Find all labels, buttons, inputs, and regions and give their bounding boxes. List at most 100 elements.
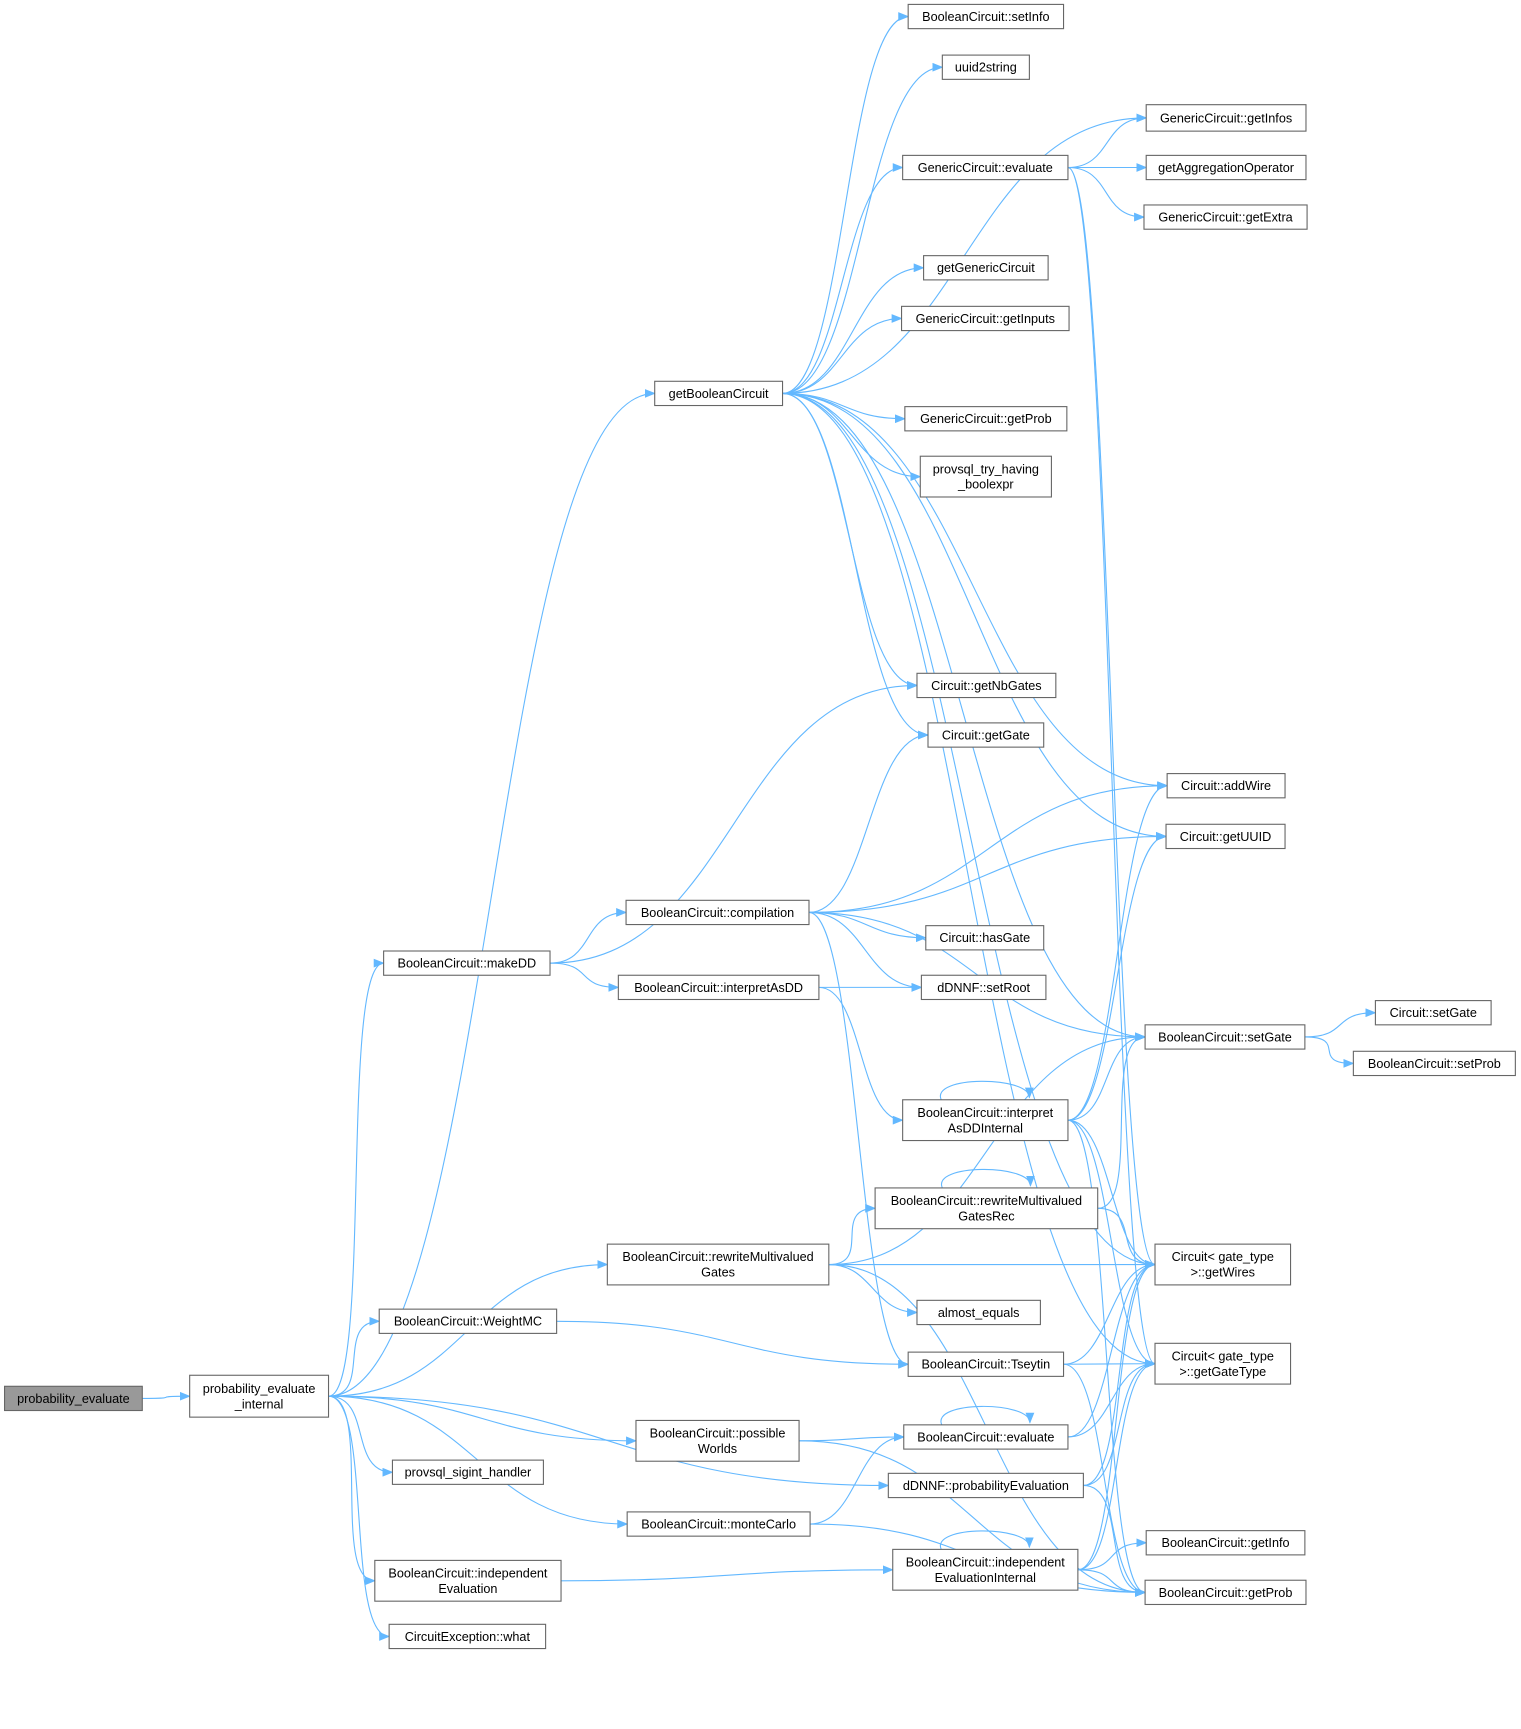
node-box	[902, 1099, 1069, 1142]
node-box	[903, 1424, 1069, 1450]
edge-get-boolean-circuit-to-gc-get-prob	[782, 392, 906, 424]
node-box	[1145, 154, 1307, 181]
edge-bc-interpret-as-ddinternal-to-c-add-wire	[1067, 781, 1169, 1121]
node-box	[901, 305, 1070, 332]
node-d-dnnf-probability-evaluation[interactable]: dDNNF::probabilityEvaluation	[887, 1472, 1084, 1499]
node-label: Circuit::hasGate	[939, 931, 1030, 945]
edge-gc-evaluate-to-c-get-wires	[1067, 166, 1157, 1269]
node-probability-evaluate[interactable]: probability_evaluate	[3, 1385, 143, 1412]
edge-bc-compilation-to-c-get-gate	[808, 730, 930, 913]
node-bc-set-prob[interactable]: BooleanCircuit::setProb	[1352, 1050, 1516, 1077]
node-bc-set-info[interactable]: BooleanCircuit::setInfo	[907, 3, 1065, 30]
node-bc-monte-carlo[interactable]: BooleanCircuit::monteCarlo	[626, 1511, 811, 1537]
edge-bc-make-dd-to-c-get-nb-gates	[550, 681, 919, 964]
node-bc-interpret-as-dd[interactable]: BooleanCircuit::interpretAsDD	[617, 974, 820, 1001]
edge-d-dnnf-probability-evaluation-to-c-get-wires	[1083, 1260, 1157, 1487]
edge-probability-evaluate-internal-to-bc-independent-evaluation	[328, 1395, 376, 1586]
edges-layer	[142, 12, 1377, 1641]
node-bc-rewrite-multivalued-gates-rec[interactable]: BooleanCircuit::rewriteMultivaluedGatesR…	[874, 1187, 1099, 1230]
node-c-get-gate[interactable]: Circuit::getGate	[927, 722, 1045, 748]
node-c-add-wire[interactable]: Circuit::addWire	[1166, 773, 1286, 799]
node-circuit-exception-what[interactable]: CircuitException::what	[388, 1623, 547, 1650]
node-c-set-gate[interactable]: Circuit::setGate	[1374, 1000, 1492, 1026]
edge-bc-rewrite-multivalued-gates-to-almost-equals	[828, 1263, 919, 1317]
node-bc-set-gate[interactable]: BooleanCircuit::setGate	[1144, 1024, 1306, 1050]
node-label: getAggregationOperator	[1158, 161, 1294, 175]
edge-bc-set-gate-to-bc-set-prob	[1304, 1036, 1355, 1068]
edge-bc-compilation-to-bc-tseytin	[808, 911, 910, 1369]
node-bc-make-dd[interactable]: BooleanCircuit::makeDD	[383, 950, 551, 976]
node-get-aggregation-operator[interactable]: getAggregationOperator	[1145, 154, 1307, 181]
node-box	[925, 925, 1045, 951]
node-box	[1166, 773, 1286, 799]
node-probability-evaluate-internal[interactable]: probability_evaluate_internal	[189, 1374, 330, 1418]
node-bc-get-prob[interactable]: BooleanCircuit::getProb	[1144, 1579, 1307, 1606]
node-label: Gates	[701, 1266, 735, 1280]
node-gc-get-inputs[interactable]: GenericCircuit::getInputs	[901, 305, 1070, 332]
node-label: provsql_sigint_handler	[405, 1466, 532, 1480]
node-label: GenericCircuit::getInputs	[916, 312, 1055, 326]
edge-bc-monte-carlo-to-bc-evaluate	[810, 1432, 905, 1525]
node-label: BooleanCircuit::setProb	[1368, 1057, 1501, 1071]
node-bc-compilation[interactable]: BooleanCircuit::compilation	[625, 899, 810, 926]
edge-bc-tseytin-to-c-get-wires	[1063, 1260, 1157, 1365]
node-box	[3, 1385, 143, 1412]
edge-bc-rewrite-multivalued-gates-rec-to-c-get-wires	[1097, 1207, 1157, 1269]
node-label: BooleanCircuit::interpretAsDD	[634, 981, 803, 995]
edge-d-dnnf-probability-evaluation-to-c-get-gate-type	[1083, 1359, 1157, 1487]
node-label: GatesRec	[958, 1209, 1014, 1223]
node-box	[378, 1308, 558, 1334]
node-box	[1144, 1024, 1306, 1050]
node-bc-weight-mc[interactable]: BooleanCircuit::WeightMC	[378, 1308, 558, 1334]
edge-bc-interpret-as-ddinternal-to-c-get-wires	[1067, 1119, 1157, 1269]
edge-bc-evaluate-to-c-get-wires	[1067, 1260, 1157, 1438]
node-provsql-sigint-handler[interactable]: provsql_sigint_handler	[391, 1459, 544, 1485]
node-get-boolean-circuit[interactable]: getBooleanCircuit	[654, 380, 784, 407]
node-box	[388, 1623, 547, 1650]
node-c-get-gate-type[interactable]: Circuit< gate_type>::getGateType	[1154, 1342, 1292, 1385]
node-bc-evaluate[interactable]: BooleanCircuit::evaluate	[903, 1424, 1069, 1450]
node-box	[1145, 1530, 1306, 1556]
node-provsql-try-having-boolexpr[interactable]: provsql_try_having_boolexpr	[919, 455, 1052, 498]
edge-bc-possible-worlds-to-bc-get-prob	[799, 1440, 1147, 1597]
node-label: Circuit::getGate	[942, 728, 1030, 742]
node-c-has-gate[interactable]: Circuit::hasGate	[925, 925, 1045, 951]
node-bc-independent-evaluation-internal[interactable]: BooleanCircuit::independentEvaluationInt…	[892, 1548, 1079, 1591]
node-c-get-wires[interactable]: Circuit< gate_type>::getWires	[1154, 1243, 1292, 1286]
node-label: GenericCircuit::getProb	[920, 412, 1052, 426]
node-almost-equals[interactable]: almost_equals	[916, 1299, 1041, 1326]
node-box	[1165, 823, 1286, 850]
edge-bc-compilation-to-c-add-wire	[808, 781, 1169, 913]
node-label: BooleanCircuit::getProb	[1159, 1586, 1293, 1600]
node-box	[902, 154, 1069, 181]
node-box	[1154, 1342, 1292, 1385]
node-d-dnnf-set-root[interactable]: dDNNF::setRoot	[920, 974, 1047, 1001]
node-label: BooleanCircuit::getInfo	[1162, 1536, 1290, 1550]
node-box	[383, 950, 551, 976]
node-label: dDNNF::setRoot	[937, 981, 1030, 995]
node-label: uuid2string	[955, 61, 1017, 75]
node-label: _internal	[234, 1397, 284, 1411]
node-gc-get-prob[interactable]: GenericCircuit::getProb	[904, 406, 1068, 432]
edge-probability-evaluate-to-probability-evaluate-internal	[142, 1391, 191, 1401]
edge-d-dnnf-probability-evaluation-to-bc-get-prob	[1083, 1484, 1147, 1597]
node-gc-get-infos[interactable]: GenericCircuit::getInfos	[1145, 104, 1307, 132]
node-label: Circuit::getNbGates	[931, 679, 1041, 693]
edge-get-boolean-circuit-to-c-add-wire	[782, 392, 1169, 791]
node-box	[1143, 204, 1308, 230]
node-c-get-nb-gates[interactable]: Circuit::getNbGates	[916, 672, 1057, 699]
node-box	[920, 974, 1047, 1001]
node-get-generic-circuit[interactable]: getGenericCircuit	[923, 255, 1049, 281]
node-bc-tseytin[interactable]: BooleanCircuit::Tseytin	[907, 1351, 1065, 1377]
node-gc-evaluate[interactable]: GenericCircuit::evaluate	[902, 154, 1069, 181]
node-gc-get-extra[interactable]: GenericCircuit::getExtra	[1143, 204, 1308, 230]
node-uuid2string[interactable]: uuid2string	[941, 54, 1030, 80]
node-c-get-uuid[interactable]: Circuit::getUUID	[1165, 823, 1286, 850]
edge-gc-evaluate-to-gc-get-infos	[1067, 113, 1148, 169]
node-bc-get-info[interactable]: BooleanCircuit::getInfo	[1145, 1530, 1306, 1556]
